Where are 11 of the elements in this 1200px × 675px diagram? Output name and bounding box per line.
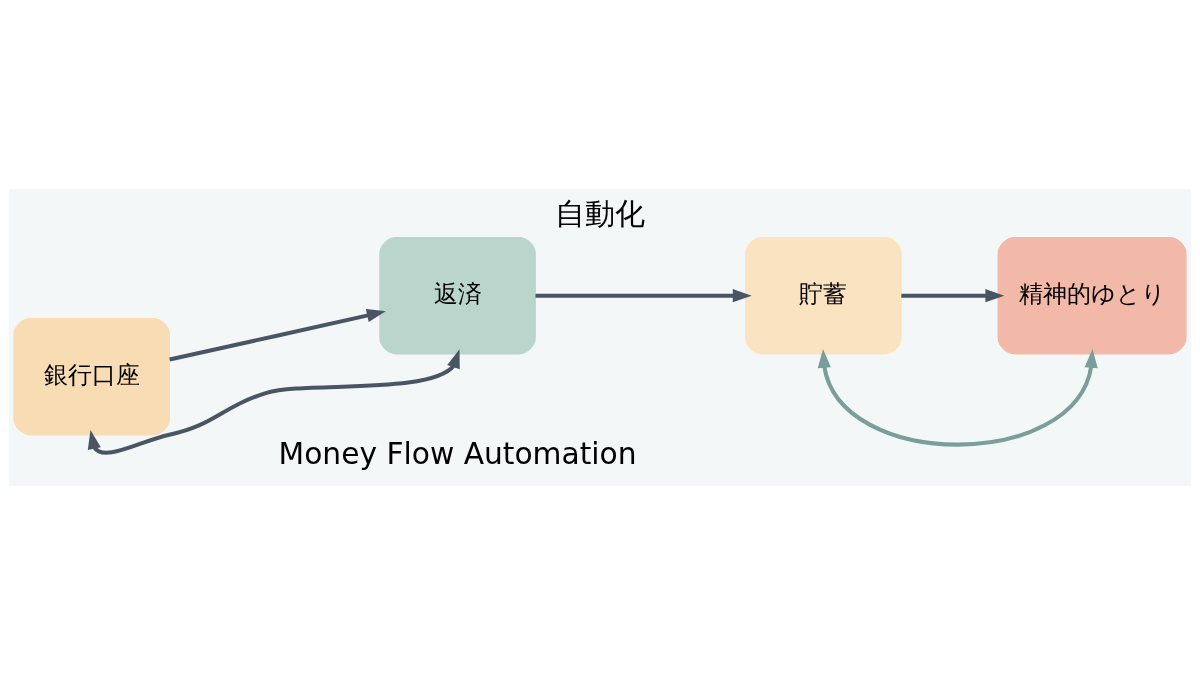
caption: Money Flow Automation <box>278 435 637 471</box>
node-box: 銀行口座 <box>13 317 171 436</box>
arrow <box>535 289 752 303</box>
arrow <box>817 348 1098 447</box>
node-box: 返済 <box>379 236 536 355</box>
arrow <box>87 349 460 455</box>
node-box: 精神的ゆとり <box>997 236 1187 355</box>
diagram-title: 自動化 <box>555 195 645 231</box>
arrow <box>901 289 1005 303</box>
arrow <box>169 309 386 362</box>
node-box: 貯蓄 <box>745 236 902 355</box>
